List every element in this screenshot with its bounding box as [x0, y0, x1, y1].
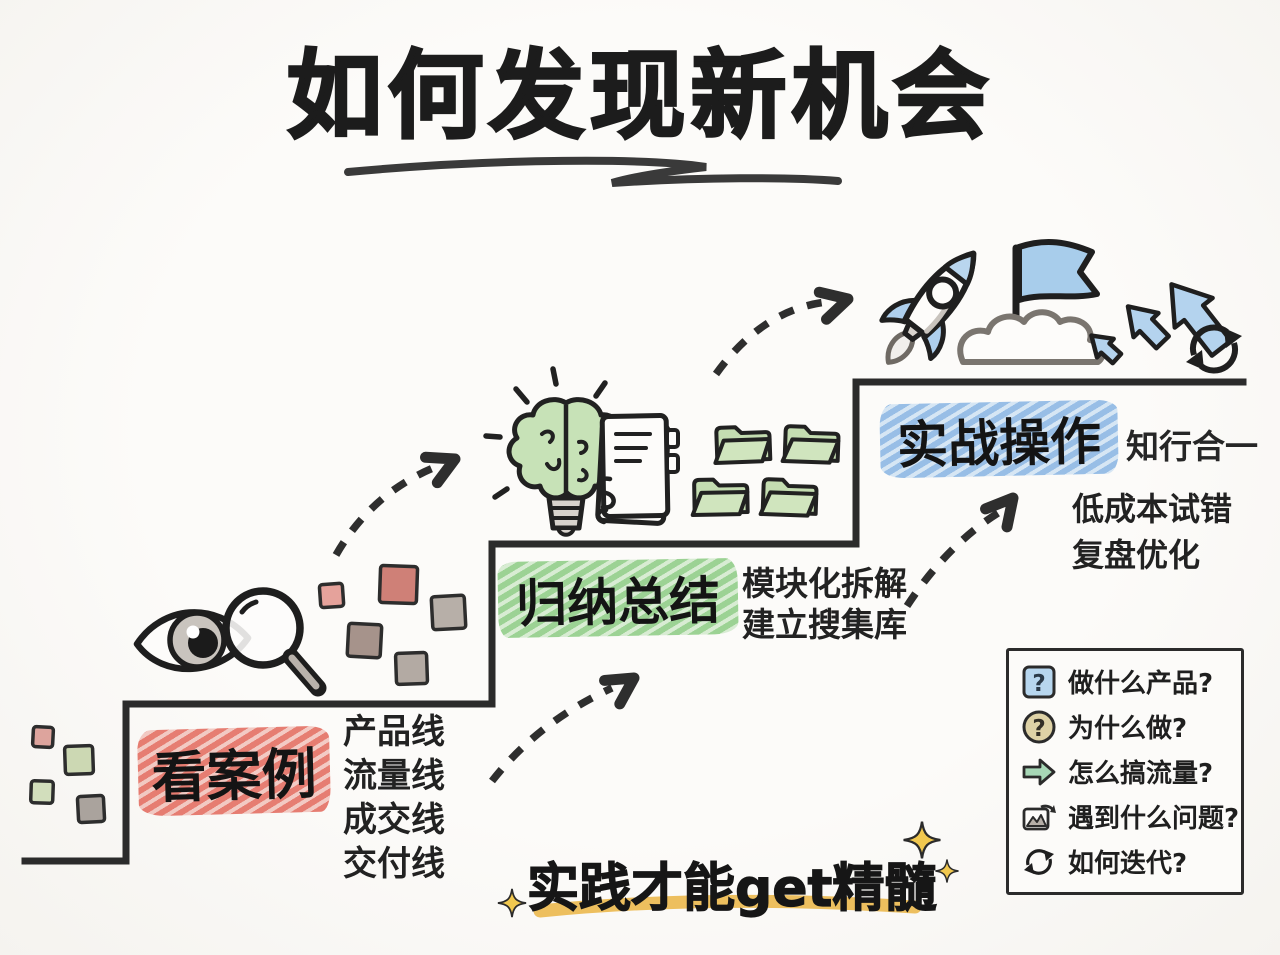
step3-note: 知行合一: [1126, 427, 1258, 466]
question-row: ? 为什么做?: [1021, 708, 1241, 745]
step1-item: 流量线: [343, 756, 445, 796]
arrow-to-rocket: [712, 286, 854, 377]
step3-label: 实战操作: [879, 399, 1119, 479]
arrow-to-step2-icons: [332, 451, 461, 557]
question-label: 做什么产品?: [1068, 669, 1214, 699]
problem-image-icon: [1022, 804, 1056, 830]
question-box: ? 做什么产品? ? 为什么做? 怎么搞流量? 遇到什么问题?: [1006, 648, 1244, 895]
question-label: 遇到什么问题?: [1068, 804, 1240, 834]
question-label: 如何迭代?: [1068, 849, 1188, 879]
step3-item: 低成本试错: [1072, 490, 1233, 528]
recycle-icon: [1186, 324, 1242, 374]
step2-items: 模块化拆解 建立搜集库: [742, 563, 907, 645]
question-square-icon: ?: [1022, 665, 1056, 698]
folder-icon: [713, 425, 773, 465]
bulb-rays: [483, 366, 608, 500]
question-row: ? 做什么产品?: [1021, 663, 1241, 700]
color-squares-lower: [28, 724, 107, 825]
sparkle-star-icon: [497, 888, 527, 918]
step1-item: 交付线: [343, 844, 445, 884]
tagline-underline: [533, 894, 922, 918]
growth-arrows-icon: [1083, 270, 1240, 368]
iterate-cycle-icon: [1024, 848, 1054, 875]
tagline: 实践才能get精髓: [526, 858, 937, 919]
question-row: 怎么搞流量?: [1021, 753, 1241, 790]
cloud-icon: [957, 309, 1106, 365]
step1-items: 产品线 流量线 成交线 交付线: [343, 710, 445, 886]
step2-label: 归纳总结: [497, 557, 739, 639]
eye-magnifier-icon: [133, 587, 327, 697]
folder-icon: [758, 477, 819, 518]
step2-item: 建立搜集库: [742, 605, 907, 644]
flow-arrow-icon: [1022, 758, 1056, 785]
notebook-icon: [595, 413, 680, 526]
staircase-outline: [21, 378, 1247, 865]
step3-items: 低成本试错 复盘优化: [1072, 486, 1232, 578]
question-glyph: ?: [1032, 716, 1045, 742]
question-row: 遇到什么问题?: [1021, 798, 1241, 835]
brain-bulb-icon: [506, 397, 627, 537]
color-squares-upper: [317, 563, 468, 687]
sparkle-star-icon: [935, 859, 959, 883]
step3-item: 复盘优化: [1072, 536, 1201, 574]
question-glyph: ?: [1032, 671, 1045, 697]
step1-item: 产品线: [343, 712, 445, 752]
step1-label: 看案例: [136, 725, 332, 817]
arrow-to-step2: [489, 672, 640, 784]
question-circle-icon: ?: [1022, 710, 1056, 743]
step1-item: 成交线: [343, 800, 445, 840]
arrow-to-step3: [903, 492, 1019, 609]
title-underline: [344, 156, 842, 187]
folder-icon: [780, 424, 841, 465]
step2-item: 模块化拆解: [742, 564, 907, 603]
rocket-icon: [879, 250, 977, 365]
folder-icon: [690, 477, 750, 517]
question-label: 为什么做?: [1068, 714, 1188, 744]
question-row: 如何迭代?: [1021, 843, 1241, 880]
sparkle-star-icon: [903, 821, 941, 859]
page-title: 如何发现新机会: [285, 39, 994, 154]
question-label: 怎么搞流量?: [1068, 759, 1214, 789]
